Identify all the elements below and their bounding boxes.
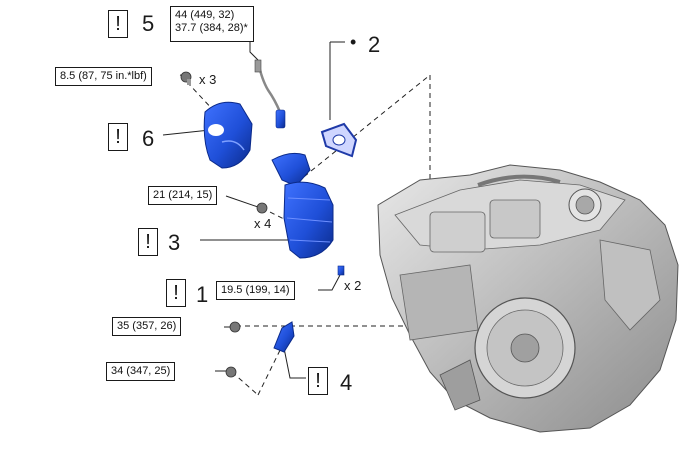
engine-illustration [377,164,679,433]
qty-manifold-nuts: x 4 [254,216,272,231]
part-number-2: 2 [368,32,381,57]
torque-box-support-bolt: 19.5 (199, 14) [216,281,295,300]
torque-5-line-1: 44 (449, 32) [175,9,235,21]
caution-mark-5: ! [108,10,128,38]
part-number-5: 5 [142,11,155,36]
manifold-nut [256,202,268,214]
heat-insulator [203,101,253,169]
bracket [273,321,295,353]
caution-mark-1: ! [166,279,186,307]
support-bolt [337,265,345,276]
qty-support-bolts: x 2 [344,278,362,293]
qty-insulator-bolts: x 3 [199,72,217,87]
oxygen-sensor [254,59,286,129]
bracket-bolt-upper [229,321,241,333]
torque-box-bracket-bolt-lower: 34 (347, 25) [106,362,176,381]
caution-mark-6: ! [108,123,128,151]
torque-box-bracket-bolt-upper: 35 (357, 26) [112,317,182,336]
bracket-bolt-lower [225,366,237,378]
part-number-4: 4 [340,370,353,395]
insulator-bolt [180,71,192,85]
gasket [320,122,358,158]
part-number-1: 1 [196,282,209,307]
torque-box-5: 44 (449, 32) 37.7 (384, 28)* [170,6,254,42]
bullet-mark-2: • [350,32,357,52]
caution-mark-4: ! [308,367,328,395]
torque-box-manifold-nut: 21 (214, 15) [148,186,218,205]
torque-5-line-2: 37.7 (384, 28)* [175,22,248,34]
exhaust-manifold-converter [271,152,334,259]
part-number-3: 3 [168,230,181,255]
part-number-6: 6 [142,126,155,151]
caution-mark-3: ! [138,228,158,256]
torque-box-insulator-bolt: 8.5 (87, 75 in.*lbf) [55,67,152,86]
